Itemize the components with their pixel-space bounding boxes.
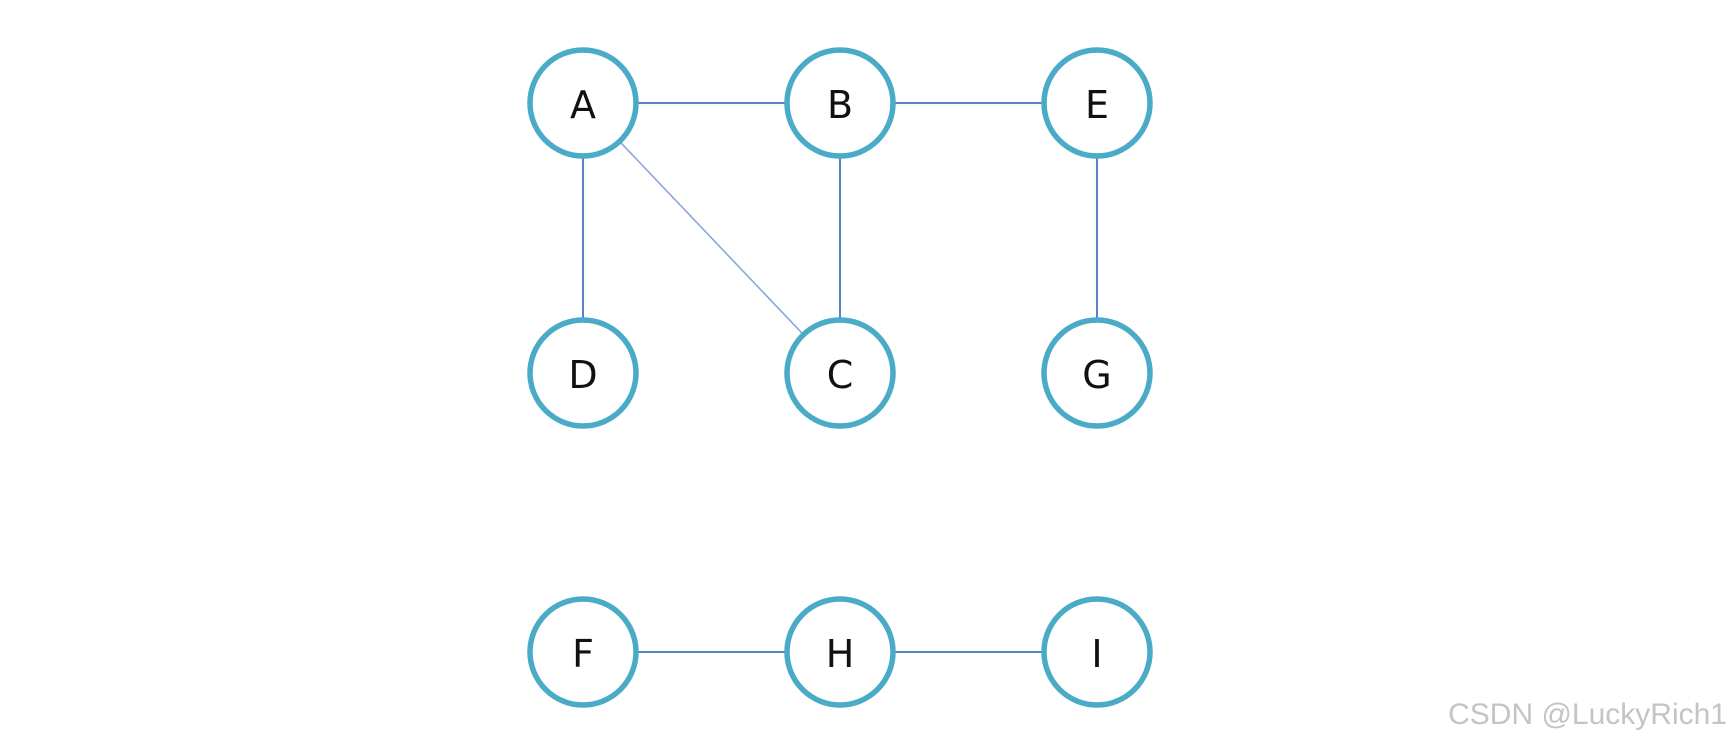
node-f: F bbox=[527, 596, 639, 708]
node-label: D bbox=[568, 353, 597, 397]
node-circle bbox=[527, 317, 639, 429]
node-circle bbox=[527, 47, 639, 159]
node-circle bbox=[1041, 596, 1153, 708]
node-label: G bbox=[1082, 353, 1111, 397]
node-label: E bbox=[1085, 83, 1109, 127]
node-circle bbox=[1041, 317, 1153, 429]
node-label: F bbox=[572, 632, 594, 676]
node-g: G bbox=[1041, 317, 1153, 429]
node-label: C bbox=[827, 353, 854, 397]
node-b: B bbox=[784, 47, 896, 159]
node-e: E bbox=[1041, 47, 1153, 159]
node-h: H bbox=[784, 596, 896, 708]
node-c: C bbox=[784, 317, 896, 429]
edge-a-c bbox=[582, 102, 841, 374]
node-circle bbox=[784, 47, 896, 159]
node-label: B bbox=[827, 83, 853, 127]
node-label: I bbox=[1091, 632, 1102, 676]
node-circle bbox=[1041, 47, 1153, 159]
node-circle bbox=[527, 596, 639, 708]
node-i: I bbox=[1041, 596, 1153, 708]
csdn-watermark: CSDN @LuckyRich1 bbox=[1448, 698, 1727, 731]
node-circle bbox=[784, 317, 896, 429]
node-label: A bbox=[570, 83, 596, 127]
node-label: H bbox=[826, 632, 855, 676]
node-circle bbox=[784, 596, 896, 708]
node-d: D bbox=[527, 317, 639, 429]
node-a: A bbox=[527, 47, 639, 159]
nodes-layer: A B E D C G F H I bbox=[527, 47, 1153, 708]
